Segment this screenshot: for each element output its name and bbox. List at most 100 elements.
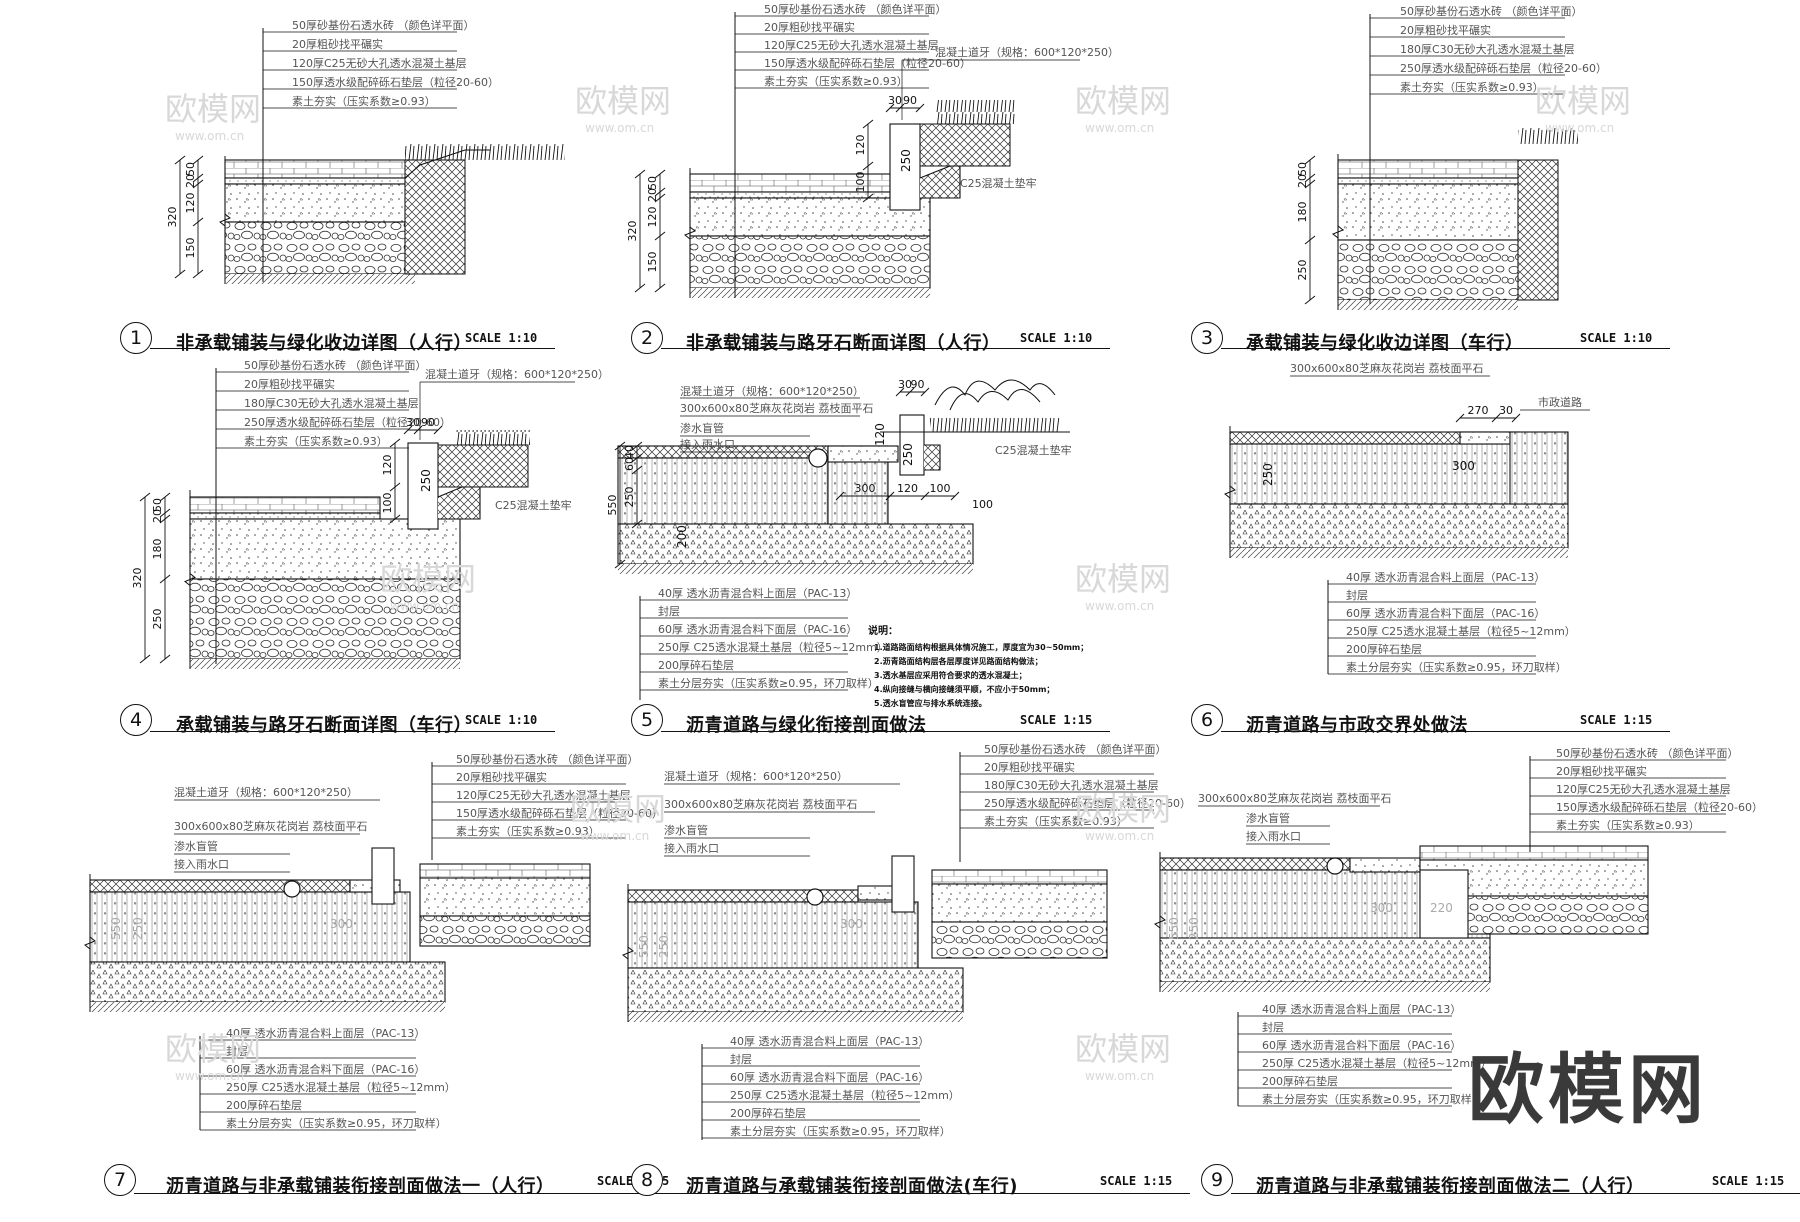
- layer-callout-text: 素土夯实（压实系数≥0.93）: [984, 814, 1128, 828]
- layer-callout-text: 素土分层夯实（压实系数≥0.95，环刀取样）: [658, 676, 879, 690]
- layer-callout-text: 250厚 C25透水混凝土基层（粒径5~12mm）: [658, 640, 888, 654]
- dimension-label: 20: [1296, 174, 1309, 188]
- dimension-tick: [920, 491, 930, 501]
- dimension-label: 90: [903, 94, 917, 107]
- soil-hatch: [90, 1002, 445, 1012]
- paving-layer: [1419, 845, 1649, 861]
- detail-2: 50厚砂基份石透水砖 （颜色详平面）20厚粗砂找平碾实120厚C25无砂大孔透水…: [626, 2, 1119, 298]
- notes-title: 说明：: [868, 624, 898, 637]
- dimension-label: 250: [901, 443, 915, 466]
- layer-callout-text: 素土分层夯实（压实系数≥0.95，环刀取样）: [226, 1116, 447, 1130]
- layer-callout-text: 20厚粗砂找平碾实: [984, 760, 1075, 774]
- dimension-label: 120: [381, 455, 394, 476]
- dimension-tick: [389, 482, 401, 492]
- watermark-text: 欧模网: [570, 790, 666, 828]
- detail-number-2: 2: [631, 322, 663, 354]
- watermark-text: 欧模网: [1075, 790, 1171, 828]
- sand-layer: [1337, 177, 1519, 185]
- dimension-tick: [192, 179, 204, 189]
- dimension-tick: [654, 283, 666, 293]
- watermark-url: www.om.cn: [1085, 1069, 1154, 1083]
- dimension-label: 250: [131, 917, 145, 940]
- break-line: [1224, 426, 1236, 558]
- c25-label: C25混凝土垫牢: [495, 498, 572, 512]
- layer-callout-text: 180厚C30无砂大孔透水混凝土基层: [1400, 42, 1575, 56]
- title-underline: [1221, 348, 1670, 349]
- dimension-label: 200: [675, 525, 689, 548]
- layer-callout-text: 150厚透水级配碎砾石垫层（粒径20-60）: [764, 56, 971, 70]
- dimension-label: 20: [184, 174, 197, 188]
- soil-hatch: [225, 274, 415, 284]
- detail-scale-1: SCALE 1:10: [465, 331, 538, 345]
- dimension-tick: [192, 173, 204, 183]
- dimension-label: 30: [406, 416, 420, 429]
- gravel-cushion: [931, 921, 1108, 959]
- curb-label: 混凝土道牙（规格：600*120*250）: [425, 367, 609, 381]
- grass-hatch: [1518, 128, 1578, 144]
- dimension-tick: [159, 508, 171, 518]
- dimension-tick: [915, 103, 925, 113]
- dimension-tick: [1304, 179, 1316, 189]
- granite-slab: [827, 445, 899, 463]
- dimension-tick: [654, 231, 666, 241]
- detail-title-6: 沥青道路与市政交界处做法: [1246, 715, 1468, 736]
- dimension-label: 250: [151, 609, 164, 630]
- dimension-tick: [634, 169, 646, 179]
- watermark-url: www.om.cn: [1545, 121, 1614, 135]
- dimension-tick: [389, 514, 401, 524]
- drain-pipe: [806, 888, 824, 906]
- layer-callout-text: 250厚透水级配碎砾石垫层（粒径20-60）: [244, 415, 451, 429]
- title-underline: [1221, 731, 1670, 732]
- city-road-edge: [1509, 431, 1569, 505]
- dimension-tick: [654, 169, 666, 179]
- paving-layer: [224, 159, 416, 179]
- break-line: [219, 156, 231, 284]
- detail-scale-9: SCALE 1:15: [1712, 1174, 1785, 1188]
- dimension-tick: [139, 654, 151, 664]
- planting-soil: [437, 444, 529, 488]
- dimension-tick: [159, 514, 171, 524]
- layer-callout-text: 200厚碎石垫层: [1346, 642, 1422, 656]
- dimension-label: 100: [854, 172, 867, 193]
- dimension-tick: [192, 269, 204, 279]
- gravel-base: [1229, 503, 1569, 549]
- detail-number-7: 7: [104, 1164, 136, 1196]
- layer-callout-text: 150厚透水级配碎砾石垫层（粒径20-60）: [292, 75, 499, 89]
- curb-label: 混凝土道牙（规格：600*120*250）: [664, 769, 848, 783]
- dimension-tick: [1304, 235, 1316, 245]
- dimension-tick: [862, 119, 874, 129]
- dimension-label: 300: [855, 482, 876, 495]
- layer-callout-text: 250厚 C25透水混凝土基层（粒径5~12mm）: [730, 1088, 960, 1102]
- dimension-label: 320: [626, 221, 639, 242]
- layer-callout-text: 150厚透水级配碎砾石垫层（粒径20-60）: [456, 806, 663, 820]
- dimension-label: 550: [606, 495, 619, 516]
- layer-callout-text: 素土夯实（压实系数≥0.93）: [1400, 80, 1544, 94]
- soil-hatch: [1338, 300, 1518, 310]
- drain-pipe: [808, 448, 828, 468]
- dimension-tick: [895, 387, 905, 397]
- dimension-label: 60: [623, 457, 636, 471]
- asphalt-base: [627, 901, 919, 969]
- dimension-tick: [139, 492, 151, 502]
- dimension-label: 50: [1296, 162, 1309, 176]
- watermark-text: 欧模网: [1535, 82, 1631, 120]
- dimension-tick: [1455, 413, 1465, 423]
- dimension-label: 300: [330, 917, 353, 931]
- curb-height-label: 250: [899, 149, 913, 172]
- layer-callout-text: 250厚 C25透水混凝土基层（粒径5~12mm）: [1346, 624, 1576, 638]
- watermark-text: 欧模网: [165, 90, 261, 128]
- break-line: [84, 874, 96, 1012]
- granite-label: 300x600x80芝麻灰花岗岩 荔枝面平石: [174, 819, 368, 833]
- layer-callout-text: 素土夯实（压实系数≥0.93）: [456, 824, 600, 838]
- layer-callout-text: 250厚 C25透水混凝土基层（粒径5~12mm）: [1262, 1056, 1492, 1070]
- dimension-tick: [1491, 413, 1501, 423]
- detail-number-5: 5: [631, 704, 663, 736]
- gravel-base: [617, 523, 974, 565]
- planting-soil: [1517, 159, 1559, 301]
- detail-1: 50厚砂基份石透水砖 （颜色详平面）20厚粗砂找平碾实120厚C25无砂大孔透水…: [166, 18, 565, 284]
- granite-slab: [1459, 431, 1511, 445]
- detail-5: 混凝土道牙（规格：600*120*250）300x600x80芝麻灰花岗岩 荔枝…: [606, 378, 1088, 708]
